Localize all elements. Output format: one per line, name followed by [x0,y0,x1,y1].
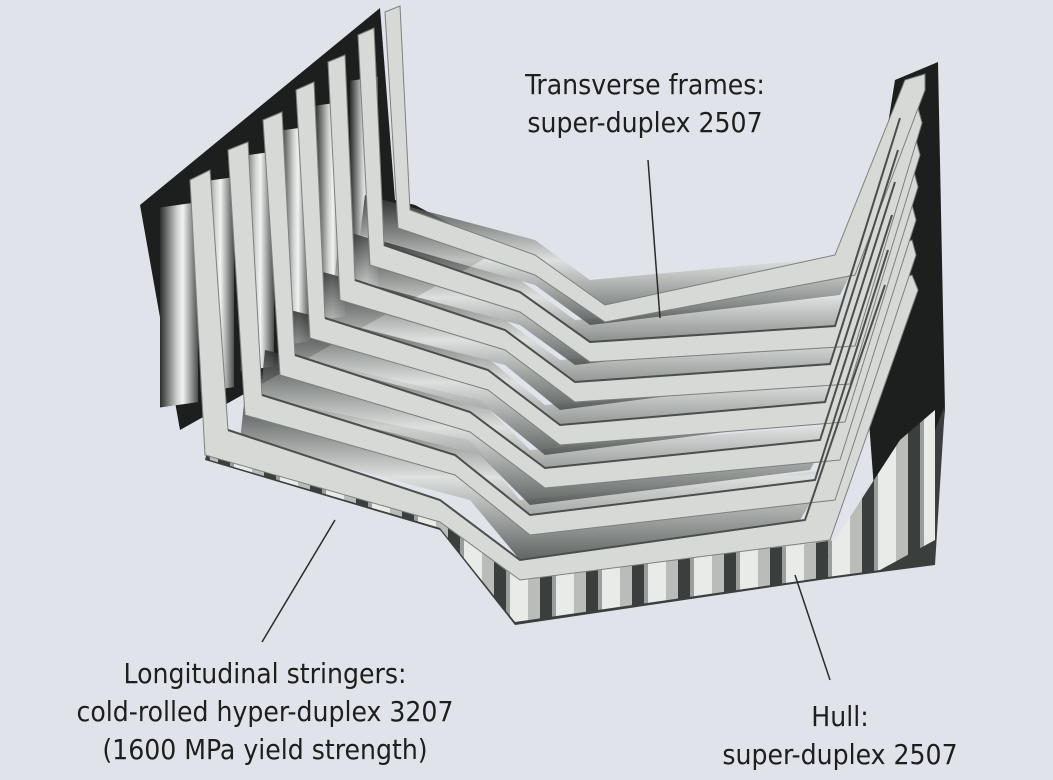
hull-stringer-band-far-right [820,410,935,578]
transverse-frames-label: Transverse frames: super-duplex 2507 [495,66,795,142]
leader-line-transverse-frames [647,159,661,319]
hull-label-line2: super-duplex 2507 [722,738,958,771]
transverse-frames-label-line1: Transverse frames: [525,68,765,101]
transverse-frames-label-line2: super-duplex 2507 [527,106,763,139]
longitudinal-stringers-label-line3: (1600 MPa yield strength) [102,733,428,766]
leader-line-stringers [261,519,336,643]
longitudinal-stringers-label: Longitudinal stringers: cold-rolled hype… [30,655,500,769]
frame-edge-shadows [227,117,901,562]
hull-stringer-band-right [512,540,835,622]
leader-line-hull [794,574,831,681]
longitudinal-stringers-label-line2: cold-rolled hyper-duplex 3207 [76,695,454,728]
transverse-frame-7 [384,5,926,323]
hull-label-line1: Hull: [811,700,869,733]
hull-label: Hull: super-duplex 2507 [700,698,980,774]
longitudinal-stringers-label-line1: Longitudinal stringers: [123,657,407,690]
